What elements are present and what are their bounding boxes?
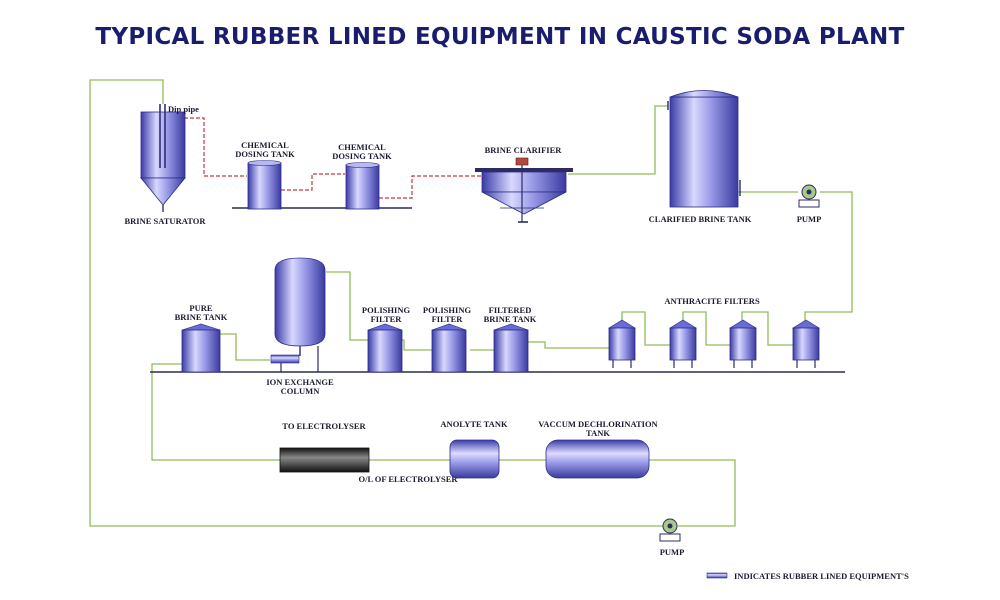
anolyte-tank <box>449 439 500 479</box>
ion-exchange-column <box>270 257 326 372</box>
pump-bottom <box>659 518 681 542</box>
polishing-filter-2-label-line-1: POLISHING <box>423 305 472 315</box>
brine-saturator <box>140 104 186 212</box>
to-electrolyser-label: TO ELECTROLYSER <box>282 421 366 431</box>
electrolyser <box>279 447 370 473</box>
filtered-brine-tank-label-line-2: BRINE TANK <box>484 314 537 324</box>
dosing-tank-1-label-line-1: CHEMICAL <box>241 140 289 150</box>
ion-exchange-label-line-2: COLUMN <box>281 386 321 396</box>
anthracite-filter-2 <box>668 319 698 368</box>
pipe-ion-to-pure <box>220 333 270 361</box>
dosing-tank-2-label-line-2: DOSING TANK <box>332 151 392 161</box>
clarified-brine-tank <box>667 90 741 208</box>
page-title: TYPICAL RUBBER LINED EQUIPMENT IN CAUSTI… <box>95 24 905 50</box>
filtered-brine-tank <box>493 323 529 373</box>
dip-pipe-label: Dip pipe <box>168 104 199 114</box>
legend: INDICATES RUBBER LINED EQUIPMENT'S <box>706 571 909 581</box>
pipe-clarifier-to-clarified-tank <box>568 105 668 175</box>
dosing-tank-1-label-line-2: DOSING TANK <box>235 149 295 159</box>
pipe-polishing-1-to-ion <box>326 271 368 341</box>
anthracite-filter-3 <box>728 319 758 368</box>
pipe-dosing-1-to-dosing-2 <box>281 173 345 191</box>
brine-clarifier-label: BRINE CLARIFIER <box>485 145 563 155</box>
ion-exchange-label-line-1: ION EXCHANGE <box>266 377 334 387</box>
pure-brine-tank-label-line-2: BRINE TANK <box>175 312 228 322</box>
polishing-filter-1 <box>367 323 403 373</box>
anthracite-filters-label: ANTHRACITE FILTERS <box>664 296 760 306</box>
anthracite-filter-4 <box>791 319 821 368</box>
anthracite-filter-1 <box>607 319 637 368</box>
brine-clarifier <box>475 157 573 223</box>
legend-label: INDICATES RUBBER LINED EQUIPMENT'S <box>734 571 909 581</box>
pipe-saturator-to-dosing-1 <box>184 117 247 177</box>
dechlor-tank-label-line-2: TANK <box>586 428 610 438</box>
pipe-dechlor-to-pump <box>649 459 736 527</box>
pure-brine-tank-label-line-1: PURE <box>189 303 212 313</box>
pipe-anthracite-chain-2 <box>682 311 732 346</box>
pure-brine-tank <box>181 323 221 373</box>
polishing-filter-1-label-line-1: POLISHING <box>362 305 411 315</box>
pipe-return-loop <box>89 79 663 527</box>
polishing-filter-2 <box>431 323 467 373</box>
pipe-anthracite-chain-3 <box>621 311 672 346</box>
pipe-dosing-2-to-clarifier <box>379 175 482 199</box>
pipe-pump-to-anthracite <box>804 191 853 330</box>
pump-top-label: PUMP <box>797 214 822 224</box>
clarifier-drive <box>515 157 529 166</box>
pipe-polishing-2-to-1 <box>402 339 432 351</box>
pipe-anthracite-chain <box>741 311 795 346</box>
brine-saturator-label: BRINE SATURATOR <box>124 216 206 226</box>
anolyte-tank-label: ANOLYTE TANK <box>440 419 508 429</box>
ol-of-electrolyser-label: O/L OF ELECTROLYSER <box>358 474 458 484</box>
polishing-filter-1-label-line-2: FILTER <box>371 314 403 324</box>
pump-bottom-label: PUMP <box>660 547 685 557</box>
pipe-pure-to-electrolyser <box>151 363 280 461</box>
legend-swatch <box>706 572 728 579</box>
piping <box>89 79 853 527</box>
vaccum-dechlorination-tank <box>545 439 650 479</box>
pump-top <box>798 184 820 208</box>
pipe-anthracite-to-filtered <box>528 341 609 349</box>
clarified-brine-tank-label: CLARIFIED BRINE TANK <box>649 214 752 224</box>
chemical-dosing-tank-1 <box>247 160 282 210</box>
dechlor-tank-label-line-1: VACCUM DECHLORINATION <box>538 419 658 429</box>
chemical-dosing-tank-2 <box>345 162 380 210</box>
dosing-tank-2-label-line-1: CHEMICAL <box>338 142 386 152</box>
filtered-brine-tank-label-line-1: FILTERED <box>489 305 532 315</box>
polishing-filter-2-label-line-2: FILTER <box>432 314 464 324</box>
